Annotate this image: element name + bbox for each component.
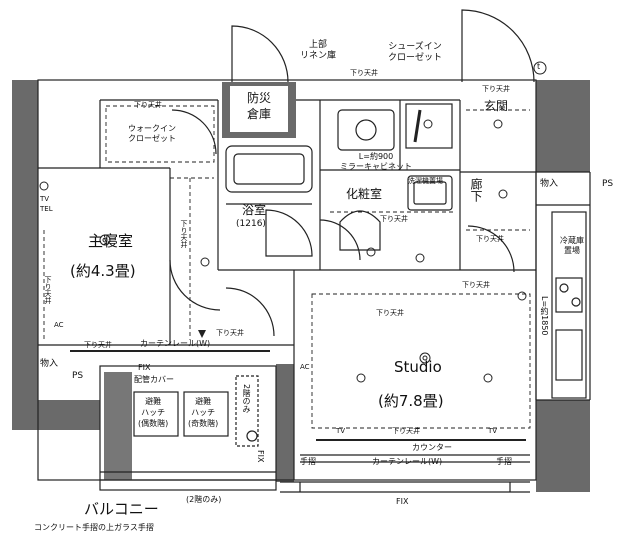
label-tesuri-2: 手摺 <box>496 457 512 466</box>
toilet <box>339 210 381 251</box>
washing-machine <box>407 175 453 211</box>
door-top-left <box>231 25 289 83</box>
label-sagari-5: 下り天井 <box>380 215 408 223</box>
label-sagari-11: 下り天井 <box>180 220 188 248</box>
room-rouka: 廊下 <box>469 178 483 202</box>
label-curtain-rail-1: カーテンレール(W) <box>140 339 211 348</box>
label-sagari-10: 下り天井 <box>392 427 420 435</box>
label-counter: カウンター <box>412 443 452 452</box>
wall-right <box>536 80 590 172</box>
label-sagari-4: 下り天井 <box>376 309 404 317</box>
kitchen-counter <box>551 211 587 399</box>
label-fix-1: FIX <box>138 363 151 372</box>
wall-left <box>12 80 38 430</box>
label-sentakuki: 洗濯機置場 <box>408 177 443 185</box>
room-yokushitsu-size: (1216) <box>236 219 266 229</box>
room-balcony: バルコニー <box>84 500 159 518</box>
label-tesuri-1: 手摺 <box>300 457 316 466</box>
label-ps-1: PS <box>602 179 614 189</box>
label-hinan-gu: 避難 ハッチ (偶数階) <box>138 397 169 428</box>
label-fix-3: FIX <box>256 450 265 463</box>
hatch-odd <box>183 391 229 437</box>
door-top-right <box>461 9 535 83</box>
door-studio <box>225 287 275 337</box>
label-shoes-in: シューズイン クローゼット <box>388 42 443 63</box>
door-wic <box>171 109 217 155</box>
label-jobu-linen: 上部 リネン庫 <box>300 40 337 61</box>
wall-center-column <box>276 364 294 482</box>
label-fix-2: FIX <box>396 497 409 506</box>
label-tv-2: TV <box>336 427 346 435</box>
balcony-note: コンクリート手摺の上ガラス手摺 <box>34 523 154 532</box>
door-powder <box>319 219 361 261</box>
wall-left-bottom <box>12 400 100 430</box>
washbasin <box>337 109 395 151</box>
label-sagari-8: 下り天井 <box>216 329 244 337</box>
label-sagari-9: 下り天井 <box>84 341 112 349</box>
room-genkan: 玄関 <box>484 99 509 113</box>
label-haikan-cover: 配管カバー <box>134 375 174 384</box>
label-mirror-cabinet: L=約900 ミラーキャビネット <box>340 152 412 171</box>
room-shushinshitsu: 主寝室 <box>88 232 134 250</box>
room-studio-size: (約7.8畳) <box>378 392 444 410</box>
wall-right-lower <box>536 400 590 492</box>
room-yokushitsu: 浴室 <box>242 203 267 217</box>
label-sagari-2: 下り天井 <box>134 101 162 109</box>
label-tv-1: TV <box>40 195 50 203</box>
room-bousai: 防災 倉庫 <box>246 91 271 121</box>
door-bedroom <box>169 259 221 311</box>
label-curtain-rail-2: カーテンレール(W) <box>372 457 443 466</box>
room-studio: Studio <box>394 358 442 376</box>
door-bath <box>265 209 313 257</box>
label-nikai-nomi-paren: (2階のみ) <box>186 495 222 504</box>
label-tv-3: TV <box>488 427 498 435</box>
door-hall <box>467 225 515 273</box>
label-sagari-12: 下り天井 <box>44 276 52 304</box>
room-keshoushitsu: 化粧室 <box>346 187 383 201</box>
bathtub <box>225 145 313 193</box>
shoe-closet <box>405 103 453 149</box>
label-t: t <box>537 62 541 71</box>
label-kitchen-len: L=約1850 <box>540 296 549 336</box>
label-ac-1: AC <box>54 321 64 329</box>
label-mono-ire-1: 物入 <box>540 179 559 189</box>
label-hinan-ki: 避難 ハッチ (奇数階) <box>188 397 219 428</box>
hatch-even <box>133 391 179 437</box>
label-nikai-nomi: 2階のみ <box>242 384 251 414</box>
balcony-area <box>99 365 277 491</box>
label-ac-2: AC <box>300 363 310 371</box>
label-reizouko: 冷蔵庫 置場 <box>560 236 584 255</box>
label-walk-in: ウォークイン クローゼット <box>128 124 176 143</box>
room-shushinshitsu-size: (約4.3畳) <box>70 262 136 280</box>
label-sagari-1: 下り天井 <box>350 69 378 77</box>
label-ps-2: PS <box>72 371 84 381</box>
bousai-inner <box>230 86 288 132</box>
label-sagari-3: 下り天井 <box>482 85 510 93</box>
label-sagari-6: 下り天井 <box>476 235 504 243</box>
label-mono-ire-2: 物入 <box>40 359 59 369</box>
label-tel: TEL <box>40 205 53 213</box>
label-sagari-7: 下り天井 <box>462 281 490 289</box>
